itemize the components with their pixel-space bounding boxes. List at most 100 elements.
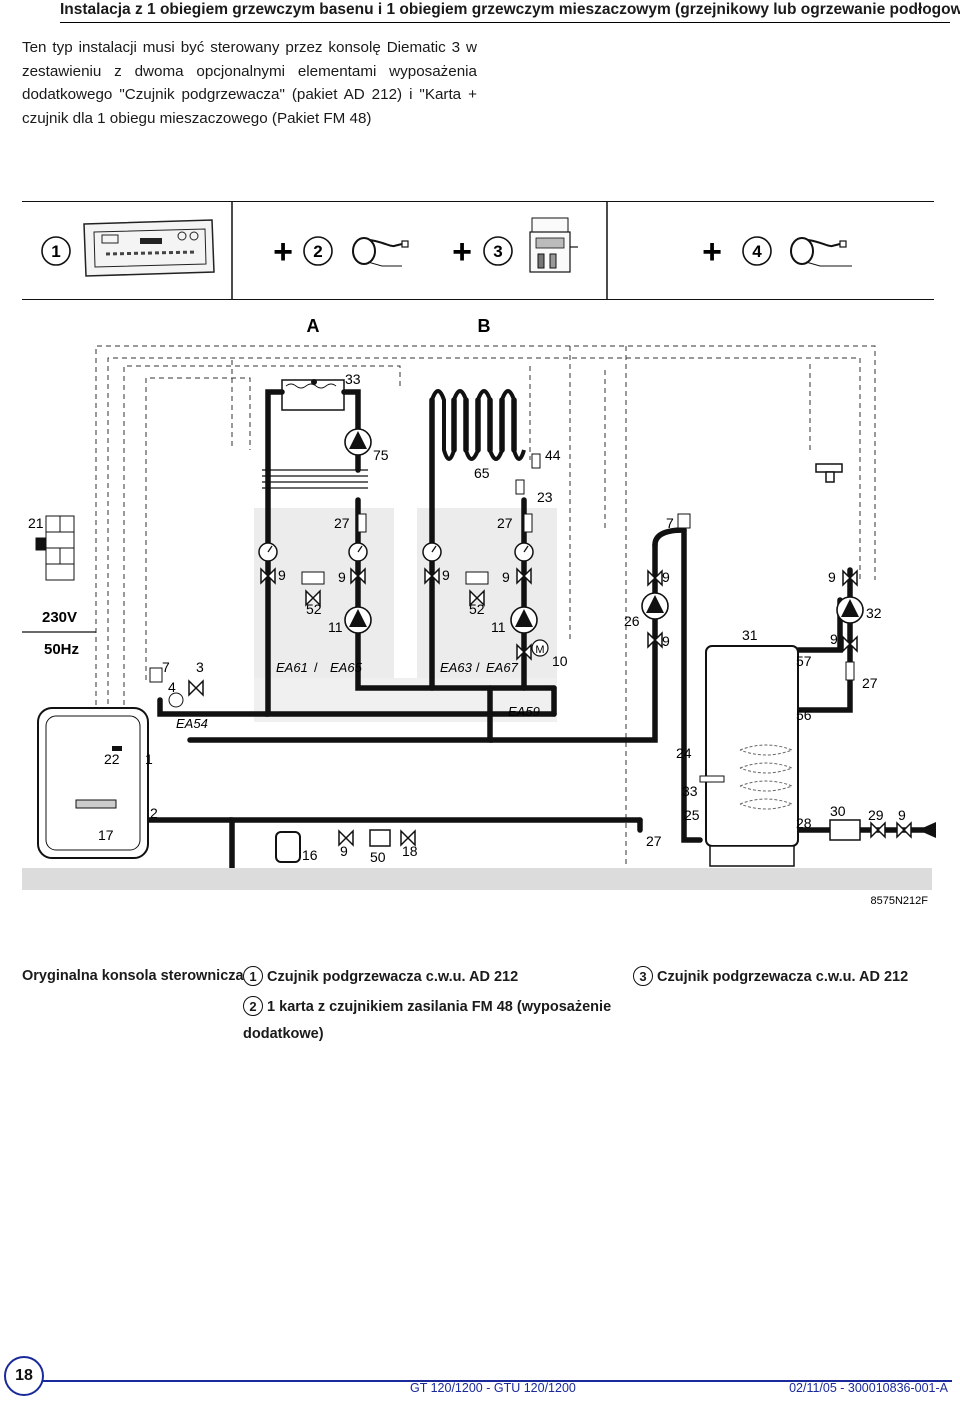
svg-text:1: 1: [145, 751, 153, 767]
svg-text:23: 23: [537, 489, 553, 505]
legend-number-1: 1: [243, 966, 263, 986]
svg-text:2: 2: [313, 242, 322, 261]
svg-text:27: 27: [497, 515, 513, 531]
svg-text:3: 3: [493, 242, 502, 261]
component-number-4: [742, 236, 772, 266]
svg-text:EA54: EA54: [176, 716, 208, 731]
svg-text:44: 44: [545, 447, 561, 463]
plus-sign: +: [452, 233, 472, 271]
svg-text:32: 32: [866, 605, 882, 621]
svg-text:65: 65: [474, 465, 490, 481]
page-number: 18: [4, 1356, 44, 1396]
svg-text:52: 52: [306, 601, 322, 617]
svg-text:27: 27: [862, 675, 878, 691]
svg-text:27: 27: [334, 515, 350, 531]
pump-11a-icon: [344, 606, 372, 634]
svg-text:11: 11: [491, 619, 506, 635]
svg-text:21: 21: [28, 515, 44, 531]
svg-text:2: 2: [150, 805, 158, 821]
svg-text:9: 9: [828, 569, 836, 585]
legend-item-1: 1 Czujnik podgrzewacza c.w.u. AD 212: [243, 966, 518, 986]
hydraulic-diagram: A B 33: [22, 316, 936, 907]
svg-text:50: 50: [370, 849, 386, 865]
svg-text:22: 22: [104, 751, 120, 767]
pump-75-icon: [344, 428, 372, 456]
svg-text:26: 26: [624, 613, 640, 629]
legend-item-3: 3 Czujnik podgrzewacza c.w.u. AD 212: [633, 966, 908, 986]
sensor-ad212-icon: [352, 237, 409, 267]
svg-text:9: 9: [502, 569, 510, 585]
footer-rule: [22, 1380, 952, 1382]
svg-text:9: 9: [340, 843, 348, 859]
svg-text:9: 9: [338, 569, 346, 585]
zone-a-shaded: [254, 508, 394, 678]
svg-text:9: 9: [278, 567, 286, 583]
boiler-icon: [37, 707, 149, 859]
diagram-reference-code: 8575N212F: [871, 895, 929, 907]
svg-text:24: 24: [676, 745, 692, 761]
pump-11b-icon: [510, 606, 538, 634]
svg-text:11: 11: [328, 619, 343, 635]
dhw-tank-icon: [699, 645, 799, 867]
svg-text:9: 9: [662, 633, 670, 649]
plus-sign: +: [273, 233, 293, 271]
power-frequency-label: 50Hz: [44, 641, 79, 658]
svg-text:9: 9: [442, 567, 450, 583]
component-number-3: [483, 236, 513, 266]
intro-paragraph: Ten typ instalacji musi być sterowany pr…: [22, 39, 477, 127]
component-number-1: [41, 236, 71, 266]
pump-26-icon: [641, 592, 669, 620]
pool-icon: [281, 379, 345, 411]
components-panel: 1 + 2 + 3: [22, 201, 934, 300]
plus-sign: +: [702, 233, 722, 271]
tap-icon: [815, 463, 843, 483]
heat-exchanger-icon: [262, 469, 368, 489]
legend-item-2-cont: dodatkowe): [243, 1026, 324, 1042]
svg-text:7: 7: [666, 515, 674, 531]
svg-text:3: 3: [196, 659, 204, 675]
svg-text:25: 25: [684, 807, 700, 823]
control-console-icon: [83, 219, 215, 277]
svg-text:33: 33: [682, 783, 698, 799]
svg-text:57: 57: [796, 653, 812, 669]
svg-text:EA67: EA67: [486, 660, 519, 675]
svg-text:75: 75: [373, 447, 389, 463]
svg-text:7: 7: [162, 659, 170, 675]
svg-text:EA59: EA59: [508, 704, 540, 719]
svg-text:EA61: EA61: [276, 660, 308, 675]
svg-text:29: 29: [868, 807, 884, 823]
page-header-title: Instalacja z 1 obiegiem grzewczym basenu…: [60, 0, 960, 23]
pump-32-icon: [836, 596, 864, 624]
svg-text:56: 56: [796, 707, 812, 723]
svg-text:31: 31: [742, 627, 758, 643]
svg-text:28: 28: [796, 815, 812, 831]
svg-text:16: 16: [302, 847, 318, 863]
floor-band: [22, 868, 932, 890]
svg-text:52: 52: [469, 601, 485, 617]
power-voltage-label: 230V: [42, 609, 77, 626]
svg-text:9: 9: [898, 807, 906, 823]
outdoor-wall-icon: [35, 515, 75, 581]
legend-number-3: 3: [633, 966, 653, 986]
svg-text:10: 10: [552, 653, 568, 669]
svg-text:EA63: EA63: [440, 660, 473, 675]
svg-text:9: 9: [662, 569, 670, 585]
svg-text:33: 33: [345, 371, 361, 387]
svg-text:EA65: EA65: [330, 660, 363, 675]
svg-text:27: 27: [646, 833, 662, 849]
svg-text:4: 4: [168, 679, 176, 695]
zone-b-label: B: [478, 316, 491, 336]
svg-text:18: 18: [402, 843, 418, 859]
legend-item-2: 2 1 karta z czujnikiem zasilania FM 48 (…: [243, 996, 611, 1016]
legend-console: Oryginalna konsola sterownicza: [22, 968, 244, 984]
component-number-2: [303, 236, 333, 266]
legend-number-2: 2: [243, 996, 263, 1016]
card-fm48-icon: [529, 217, 578, 273]
wiring-dashes: [95, 345, 876, 880]
footer-doc-code: 02/11/05 - 300010836-001-A: [789, 1381, 948, 1395]
svg-text:4: 4: [752, 242, 762, 261]
zone-a-label: A: [307, 316, 320, 336]
svg-text:1: 1: [51, 242, 60, 261]
svg-text:/: /: [314, 660, 318, 675]
svg-text:9: 9: [830, 631, 838, 647]
